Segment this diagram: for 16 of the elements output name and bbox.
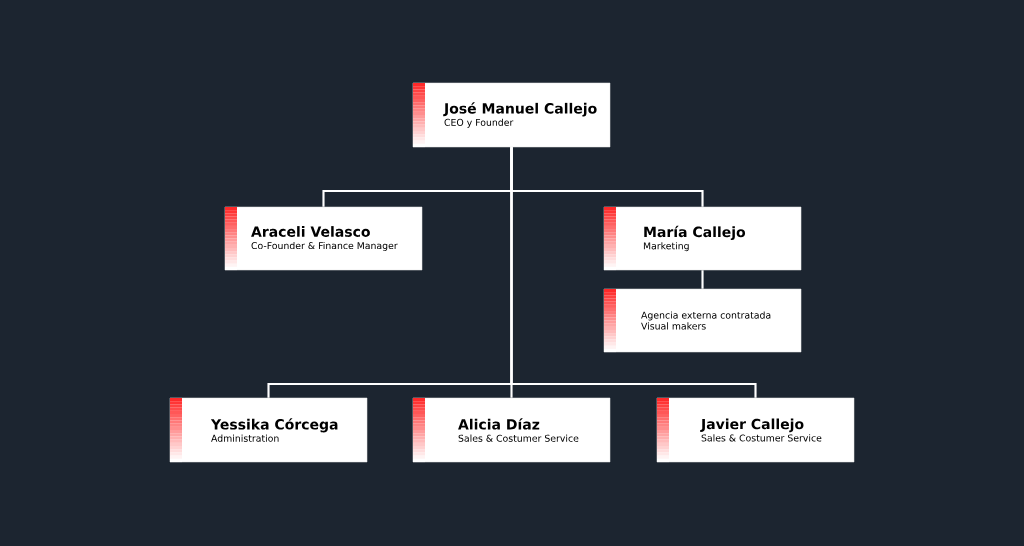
role-text: Co-Founder & Finance Manager (251, 241, 398, 251)
person-name: Araceli Velasco (251, 226, 370, 237)
role-text: Agencia externa contratada (641, 311, 771, 321)
role-text: Administration (211, 434, 279, 442)
person-name: José Manuel Callejo (443, 102, 597, 117)
connector-line (701, 270, 704, 289)
role-text: Sales & Costumer Service (701, 434, 822, 442)
person-name: María Callejo (644, 225, 746, 240)
person-name: Yessika Córcega (210, 418, 338, 433)
role-text: CEO y Founder (444, 118, 514, 128)
person-name: Alicia Díaz (458, 418, 540, 430)
connector-line (510, 147, 757, 398)
role-text: Marketing (643, 242, 689, 252)
role-text: Visual makers (641, 322, 706, 330)
role-text: Sales & Costumer Service (458, 434, 579, 442)
person-name: Javier Callejo (700, 418, 804, 433)
